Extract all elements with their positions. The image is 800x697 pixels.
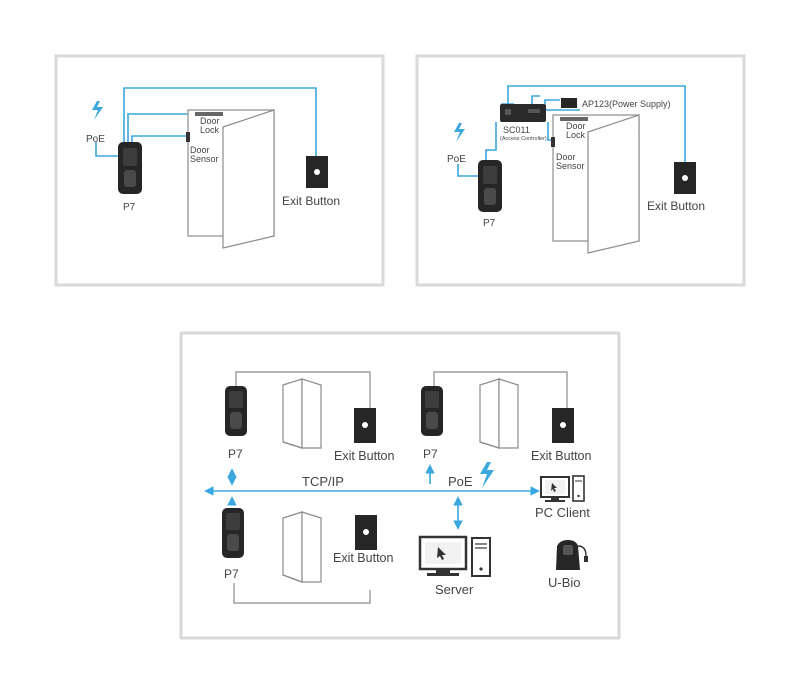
reader-label: P7 (423, 447, 438, 461)
fingerprint-reader-icon (421, 386, 443, 436)
exit-button-label: Exit Button (334, 449, 394, 463)
panel-controller: PoE AP123(Power Supply) SC011 (Access Co… (415, 54, 746, 287)
reader-label: P7 (483, 218, 496, 229)
reader-label: P7 (228, 447, 243, 461)
fingerprint-reader-icon (118, 142, 142, 194)
door-sensor-label-2: Sensor (190, 154, 219, 164)
reader-label: P7 (224, 567, 239, 581)
controller-sub-label: (Access Controller) (500, 136, 547, 142)
power-supply-label: AP123(Power Supply) (582, 99, 671, 109)
exit-button-label: Exit Button (333, 551, 393, 565)
server-computer-icon (418, 535, 491, 577)
poe-icon (92, 101, 103, 120)
poe-icon (454, 123, 465, 142)
poe-label: PoE (447, 154, 466, 165)
poe-label: PoE (86, 134, 105, 145)
unit-wires (233, 371, 568, 604)
controller-label: SC011 (503, 125, 530, 135)
door-sensor-label-1: Door (190, 145, 210, 155)
door-icon (186, 109, 275, 249)
u-bio-label: U-Bio (548, 575, 581, 590)
door-sensor-label-2: Sensor (556, 161, 585, 171)
door-icon (282, 511, 322, 583)
door-lock-label-1: Door (200, 116, 220, 126)
exit-button-icon (354, 408, 376, 443)
poe-icon (480, 462, 494, 488)
exit-button-icon (306, 156, 328, 188)
door-lock-label-1: Door (566, 121, 586, 131)
fingerprint-reader-icon (222, 508, 244, 558)
fingerprint-reader-icon (478, 160, 502, 212)
unit-3: P7 Exit Button (222, 508, 393, 583)
door-icon (551, 114, 640, 254)
panel-network: P7 Exit Button P7 Exit Button (179, 331, 621, 640)
exit-button-label: Exit Button (282, 194, 340, 208)
fingerprint-reader-icon (225, 386, 247, 436)
network-wires (95, 87, 317, 157)
door-icon (282, 378, 322, 449)
unit-1: P7 Exit Button (225, 378, 394, 463)
door-icon (479, 378, 519, 449)
panel-standalone: PoE P7 Door Lock Door Sensor Exit Button (54, 54, 385, 287)
network-label: TCP/IP (302, 474, 344, 489)
poe-label: PoE (448, 474, 473, 489)
exit-button-label: Exit Button (531, 449, 591, 463)
exit-button-icon (674, 162, 696, 194)
unit-2: P7 Exit Button (421, 378, 591, 463)
door-lock-label-2: Lock (200, 125, 220, 135)
door-lock-label-2: Lock (566, 130, 586, 140)
access-controller-icon (500, 104, 546, 122)
pc-client-label: PC Client (535, 505, 590, 520)
exit-button-icon (552, 408, 574, 443)
exit-button-label: Exit Button (647, 199, 705, 213)
server-label: Server (435, 582, 474, 597)
pc-client-icon (540, 475, 585, 502)
door-sensor-label-1: Door (556, 152, 576, 162)
reader-label: P7 (123, 202, 136, 213)
network-bus (204, 464, 540, 530)
fingerprint-scanner-icon (556, 540, 588, 570)
exit-button-icon (355, 515, 377, 550)
power-supply-icon (561, 98, 577, 108)
